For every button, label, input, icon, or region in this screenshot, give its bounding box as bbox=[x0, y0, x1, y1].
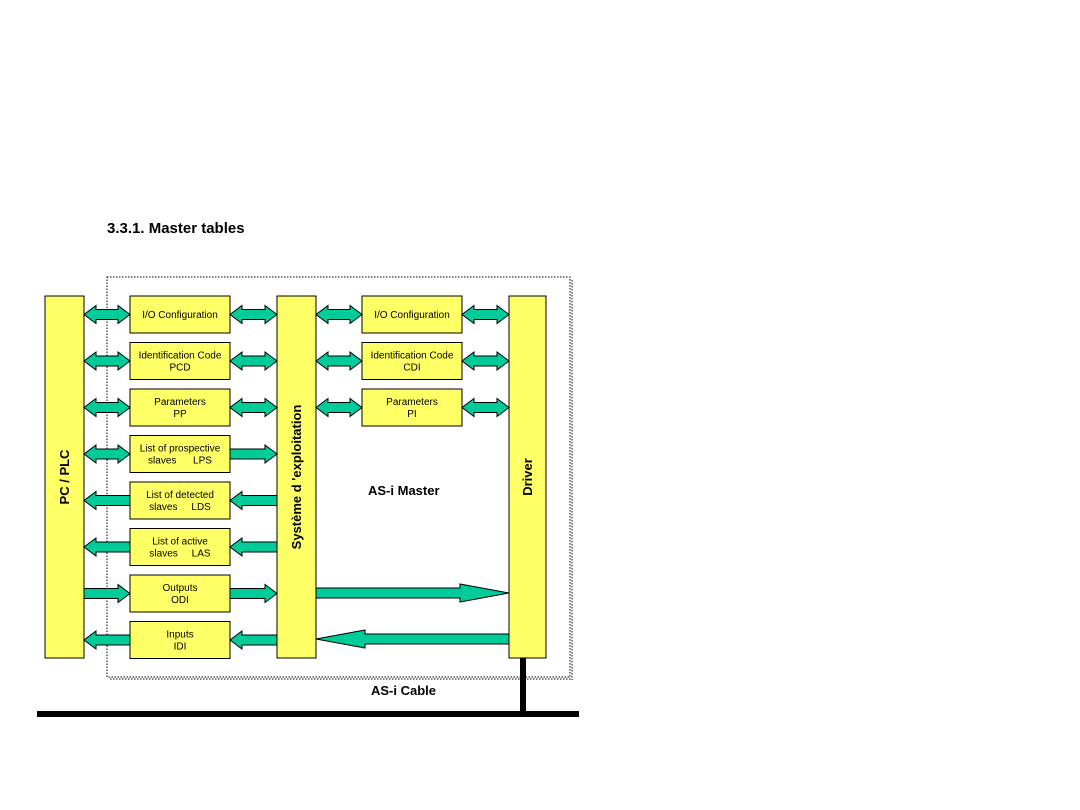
left-table-7-box bbox=[129, 574, 231, 613]
left-table-5-box bbox=[129, 481, 231, 520]
left-table-3-label-line: PP bbox=[173, 409, 187, 420]
outputs-long-arrow bbox=[315, 583, 510, 603]
systeme-link-arrow bbox=[229, 630, 278, 650]
left-table-6-label-line: slaves LAS bbox=[149, 549, 210, 560]
left-table-4-label-line: List of prospective bbox=[140, 444, 221, 455]
left-table-2-box bbox=[129, 342, 231, 380]
left-table-3-label-line: Parameters bbox=[154, 397, 206, 408]
left-table-3-box bbox=[129, 388, 231, 427]
right-table-3-box bbox=[361, 388, 463, 427]
driver-link-arrow bbox=[461, 397, 510, 418]
left-table-1-label-line: I/O Configuration bbox=[142, 310, 218, 321]
left-table-7-label-line: Outputs bbox=[162, 583, 197, 594]
plc-link-arrow bbox=[83, 397, 131, 418]
systeme-link-arrow bbox=[229, 444, 278, 464]
right-table-3-label-line: Parameters bbox=[386, 397, 438, 408]
driver-bar bbox=[508, 295, 547, 659]
left-table-1-box bbox=[129, 295, 231, 334]
left-table-4-label-line: slaves LPS bbox=[148, 456, 212, 467]
systeme-right-link-arrow bbox=[315, 397, 363, 418]
right-table-2-label-line: Identification Code bbox=[371, 351, 454, 362]
as-i-master-label: AS-i Master bbox=[368, 483, 440, 498]
systeme-bar bbox=[276, 295, 317, 659]
plc-link-arrow bbox=[83, 630, 131, 650]
driver-cable-drop bbox=[520, 658, 526, 714]
left-table-7-label-line: ODI bbox=[171, 595, 189, 606]
right-table-2-label-line: CDI bbox=[403, 363, 420, 374]
inputs-long-arrow bbox=[315, 629, 510, 649]
systeme-link-arrow bbox=[229, 304, 278, 325]
as-i-cable bbox=[37, 711, 579, 717]
plc-link-arrow bbox=[83, 490, 131, 511]
left-table-8-label-line: IDI bbox=[174, 642, 187, 653]
systeme-link-arrow bbox=[229, 490, 278, 511]
pc-plc-label: PC / PLC bbox=[57, 449, 72, 505]
systeme-right-link-arrow bbox=[315, 351, 363, 371]
systeme-link-arrow bbox=[229, 397, 278, 418]
right-table-3-label-line: PI bbox=[407, 409, 416, 420]
left-table-8-box bbox=[129, 621, 231, 659]
right-table-2-box bbox=[361, 342, 463, 380]
right-table-1-label-line: I/O Configuration bbox=[374, 310, 450, 321]
left-table-2-label-line: PCD bbox=[169, 363, 190, 374]
systeme-link-arrow bbox=[229, 537, 278, 557]
as-i-cable-label: AS-i Cable bbox=[371, 683, 436, 698]
driver-link-arrow bbox=[461, 304, 510, 325]
left-table-5-label-line: slaves LDS bbox=[149, 502, 211, 513]
pc-plc-bar bbox=[44, 295, 85, 659]
plc-link-arrow bbox=[83, 583, 131, 604]
master-boundary bbox=[106, 276, 571, 678]
left-table-6-box bbox=[129, 528, 231, 566]
left-table-2-label-line: Identification Code bbox=[139, 351, 222, 362]
systeme-right-link-arrow bbox=[315, 304, 363, 325]
plc-link-arrow bbox=[83, 304, 131, 325]
systeme-link-arrow bbox=[229, 583, 278, 604]
driver-label: Driver bbox=[520, 458, 535, 496]
driver-link-arrow bbox=[461, 351, 510, 371]
left-table-8-label-line: Inputs bbox=[166, 630, 193, 641]
systeme-link-arrow bbox=[229, 351, 278, 371]
left-table-6-label-line: List of active bbox=[152, 537, 208, 548]
section-heading: 3.3.1. Master tables bbox=[107, 220, 245, 237]
left-table-5-label-line: List of detected bbox=[146, 490, 214, 501]
plc-link-arrow bbox=[83, 537, 131, 557]
systeme-label: Système d 'exploitation bbox=[289, 405, 304, 550]
